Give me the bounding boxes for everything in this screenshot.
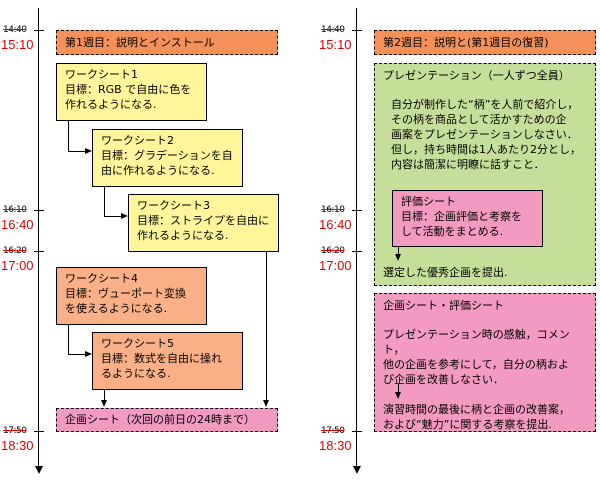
presentation-result: 選定した優秀企画を提出. [383,266,508,279]
week2-axis-arrow-icon [353,466,361,474]
worksheet-goal-cont: 由に作れるようになる. [101,164,215,177]
week2-tick [352,30,362,31]
week2-new-time: 16:40 [319,217,352,232]
week1-planning-sheet: 企画シート（次回の前日の24時まで） [56,408,278,432]
worksheet-3: ワークシート3 目標：ストライプを自由に 作れるようになる. [128,194,279,252]
worksheet-goal-cont: るようになる. [101,367,171,380]
planning-evaluation-block: 企画シート・評価シート プレゼンテーション時の感触，コメント， 他の企画を参考に… [374,293,596,432]
connector-line [68,151,85,152]
worksheet-title: ワークシート1 [65,68,138,81]
week1-old-time: 17:50 [3,426,27,436]
planning-final: および“魅力”に関する考察を提出. [383,418,552,431]
week1-old-time: 16:10 [3,205,27,215]
planning-final: 演習時間の最後に柄と企画の改善案， [383,403,570,416]
week1-tick [34,30,44,31]
week1-header: 第1週目：説明とインストール [56,30,278,55]
worksheet-2: ワークシート2 目標：グラデーションを自 由に作れるようになる. [92,129,243,187]
arrow-right-icon [121,213,128,219]
planning-instruction: プレゼンテーション時の感触，コメント， [383,328,570,356]
planning-instruction: 他の企画を参考にして，自分の柄およ [383,358,569,371]
connector-line [68,121,69,151]
worksheet-4: ワークシート4 目標：ヴューポート変換 を使えるようになる. [56,267,207,325]
connector-line [398,247,399,254]
week1-tick [34,251,44,252]
planning-instruction: び企画を改善しなさい． [383,373,504,386]
worksheet-goal: 目標：グラデーションを自 [101,149,233,162]
arrow-down-icon [263,400,269,407]
worksheet-goal: 目標：ヴューポート変換 [65,287,186,300]
worksheet-goal: 目標：数式を自由に操れ [101,352,222,365]
worksheet-goal: 目標：RGB で自由に色を [65,83,192,96]
week2-header-text: 第2週目：説明と(第1週目の復習) [383,36,549,49]
week2-new-time: 18:30 [319,438,352,453]
connector-line [68,325,69,354]
week1-tick [34,431,44,432]
week2-new-time: 17:00 [319,258,352,273]
worksheet-title: ワークシート2 [101,134,174,147]
week2-header: 第2週目：説明と(第1週目の復習) [374,30,596,55]
evaluation-sheet: 評価シート 目標：企画評価と考察を して活動をまとめる. [392,190,543,247]
week1-new-time: 18:30 [1,438,34,453]
week1-time-axis [38,8,39,468]
week1-header-text: 第1週目：説明とインストール [65,36,215,49]
presentation-instruction: 自分が制作した“柄”を人前で紹介し， [391,98,579,111]
worksheet-title: ワークシート5 [101,337,174,350]
connector-line [104,187,105,216]
week1-tick [34,210,44,211]
week1-planning-sheet-text: 企画シート（次回の前日の24時まで） [65,413,255,426]
connector-line [104,216,121,217]
connector-line [104,390,105,400]
worksheet-1: ワークシート1 目標：RGB で自由に色を 作れるようになる. [56,63,207,121]
presentation-instruction: 但し，持ち時間は1人あたり2分とし， [391,143,581,156]
week2-old-time: 14:40 [321,25,345,35]
week1-new-time: 16:40 [1,217,34,232]
week1-old-time: 16:20 [3,246,27,256]
evaluation-sheet-goal: 目標：企画評価と考察を [401,210,522,223]
week2-time-axis [356,8,357,468]
worksheet-5: ワークシート5 目標：数式を自由に操れ るようになる. [92,332,243,390]
connector-line [68,354,85,355]
week2-tick [352,251,362,252]
worksheet-title: ワークシート3 [137,199,210,212]
arrow-down-icon [395,392,401,399]
week2-tick [352,431,362,432]
arrow-down-icon [395,254,401,261]
week2-old-time: 16:20 [321,246,345,256]
connector-line [266,252,267,400]
evaluation-sheet-title: 評価シート [401,195,456,208]
presentation-instruction: その柄を商品として活かすための企 [391,113,567,126]
worksheet-title: ワークシート4 [65,272,138,285]
presentation-title: プレゼンテーション（一人ずつ全員） [383,69,570,82]
worksheet-goal-cont: 作れるようになる. [137,229,229,242]
worksheet-goal-cont: を使えるようになる. [65,302,168,315]
week2-new-time: 15:10 [319,37,352,52]
week2-old-time: 16:10 [321,205,345,215]
worksheet-goal: 目標：ストライプを自由に [137,214,269,227]
evaluation-sheet-goal-cont: して活動をまとめる. [401,225,504,238]
week1-axis-arrow-icon [35,466,43,474]
connector-line [398,384,399,393]
presentation-block: プレゼンテーション（一人ずつ全員） 自分が制作した“柄”を人前で紹介し， その柄… [374,63,596,286]
week1-new-time: 17:00 [1,258,34,273]
week1-old-time: 14:40 [3,25,27,35]
arrow-right-icon [85,351,92,357]
presentation-instruction: 画案をプレゼンテーションしなさい． [391,128,578,141]
arrow-right-icon [85,148,92,154]
arrow-down-icon [101,400,107,407]
week2-old-time: 17:50 [321,426,345,436]
presentation-instruction: 内容は簡潔に明瞭に話すこと． [391,158,545,171]
week1-new-time: 15:10 [1,37,34,52]
worksheet-goal-cont: 作れるようになる. [65,98,157,111]
week2-tick [352,210,362,211]
planning-title: 企画シート・評価シート [383,299,504,312]
